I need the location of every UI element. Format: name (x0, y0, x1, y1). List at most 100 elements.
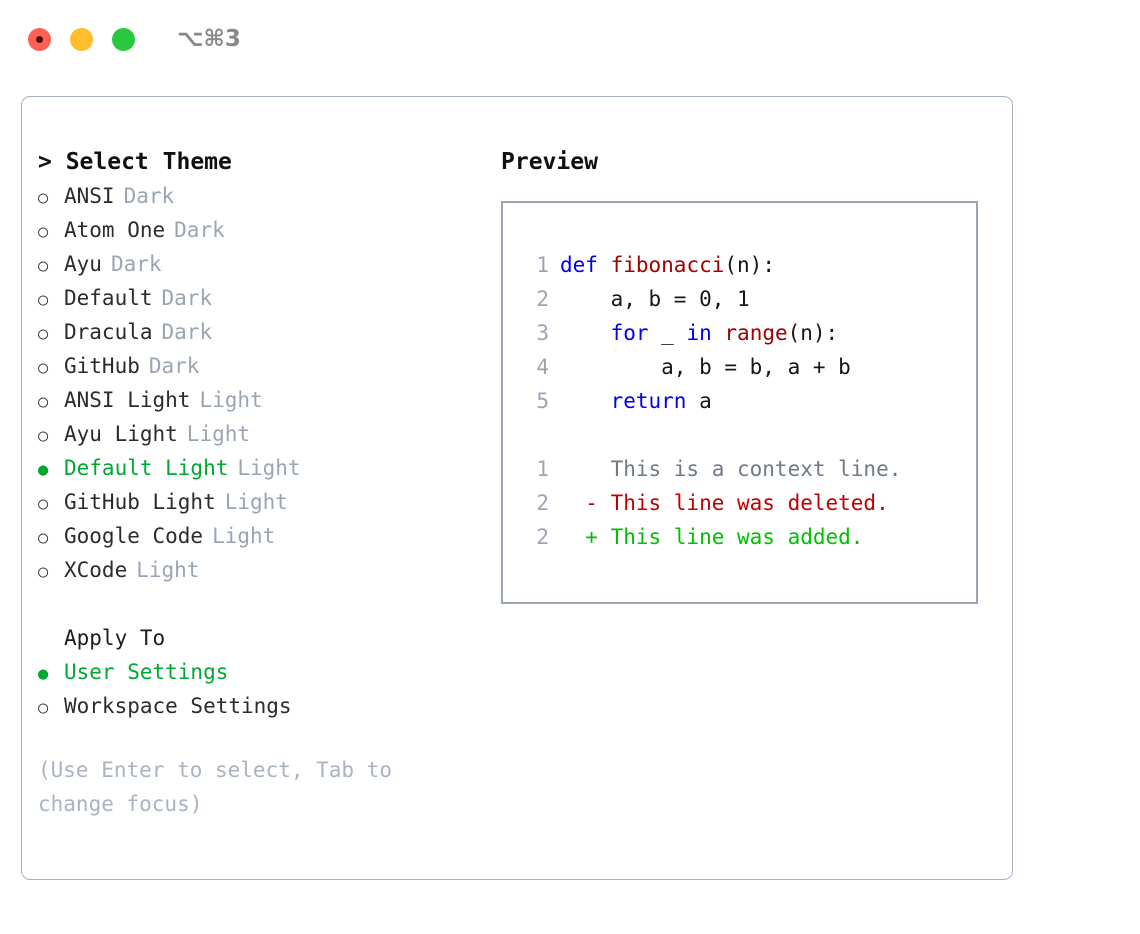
radio-unselected-icon: ○ (38, 290, 49, 310)
theme-name-label: GitHub (64, 354, 140, 378)
code-line: 3 for _ in range(n): (521, 316, 901, 350)
window-title-bar: ⌥⌘3 (0, 0, 1140, 78)
diff-line: 2 + This line was added. (521, 520, 901, 554)
code-line: 5 return a (521, 384, 901, 418)
theme-name-label: Default Light (64, 456, 229, 480)
radio-selected-icon: ● (38, 460, 49, 480)
theme-list-item[interactable]: ○ Ayu Dark (38, 247, 488, 281)
radio-unselected-icon: ○ (38, 358, 49, 378)
theme-list-item[interactable]: ○ Dracula Dark (38, 315, 488, 349)
diff-line-number: 1 (536, 457, 549, 481)
theme-name-label: Default (64, 286, 153, 310)
code-token: for (610, 321, 649, 345)
theme-name-label: Ayu (64, 252, 102, 276)
theme-variant-tag: Dark (161, 320, 213, 344)
code-line: 4 a, b = b, a + b (521, 350, 901, 384)
theme-name-label: Dracula (64, 320, 153, 344)
recording-indicator-icon (36, 35, 43, 43)
radio-unselected-icon: ○ (38, 188, 49, 208)
theme-list-item[interactable]: ○ Google Code Light (38, 519, 488, 553)
diff-line-number: 2 (536, 491, 549, 515)
traffic-light-group (28, 27, 135, 51)
code-line-number: 4 (536, 355, 549, 379)
radio-unselected-icon: ○ (38, 562, 49, 582)
apply-to-header-label: Apply To (64, 626, 166, 650)
theme-variant-tag: Dark (161, 286, 213, 310)
code-token: range (724, 321, 788, 345)
theme-variant-tag: Dark (110, 252, 162, 276)
code-line: 1 def fibonacci(n): (521, 248, 901, 282)
apply-to-list-item[interactable]: ● User Settings (38, 655, 488, 689)
theme-variant-tag: Light (136, 558, 200, 582)
code-token: (n): (724, 253, 775, 277)
code-line-number: 1 (536, 253, 549, 277)
code-token: fibonacci (610, 253, 725, 277)
code-token (598, 253, 611, 277)
theme-variant-tag: Light (199, 388, 263, 412)
diff-line-text: - This line was deleted. (560, 491, 889, 515)
diff-line-number: 2 (536, 525, 549, 549)
keyboard-hint-text: (Use Enter to select, Tab to change focu… (38, 758, 393, 816)
apply-to-label: User Settings (64, 660, 229, 684)
radio-unselected-icon: ○ (38, 494, 49, 514)
maximize-window-button[interactable] (112, 27, 135, 51)
radio-unselected-icon: ○ (38, 698, 49, 718)
radio-selected-icon: ● (38, 664, 49, 684)
close-window-button[interactable] (28, 27, 51, 51)
code-line: 2 a, b = 0, 1 (521, 282, 901, 316)
code-line-text: for _ in range(n): (560, 316, 839, 350)
theme-name-label: Google Code (64, 524, 204, 548)
code-token: in (686, 321, 712, 345)
list-spacer (38, 587, 488, 621)
radio-unselected-icon: ○ (38, 324, 49, 344)
code-line-number: 5 (536, 389, 549, 413)
theme-name-label: GitHub Light (64, 490, 216, 514)
code-token (712, 321, 725, 345)
apply-to-list-item[interactable]: ○ Workspace Settings (38, 689, 488, 723)
theme-variant-tag: Light (186, 422, 251, 446)
theme-name-label: ANSI Light (64, 388, 191, 412)
theme-list-item[interactable]: ○ GitHub Dark (38, 349, 488, 383)
theme-list-item[interactable]: ○ Default Dark (38, 281, 488, 315)
theme-list-item[interactable]: ○ GitHub Light Light (38, 485, 488, 519)
theme-variant-tag: Dark (174, 218, 225, 242)
code-line-text: def fibonacci(n): (560, 248, 775, 282)
radio-unselected-icon: ○ (38, 528, 49, 548)
theme-variant-tag: Light (212, 524, 276, 548)
theme-list-item[interactable]: ○ Ayu Light Light (38, 417, 488, 451)
radio-unselected-icon: ○ (38, 222, 49, 242)
code-token: return (610, 389, 687, 413)
theme-list-item[interactable]: ○ ANSI Light Light (38, 383, 488, 417)
apply-to-list: ● User Settings ○ Workspace Settings (38, 655, 488, 723)
theme-name-label: Ayu Light (64, 422, 178, 446)
apply-to-label: Workspace Settings (64, 694, 292, 718)
select-theme-header: > Select Theme (38, 149, 232, 175)
theme-variant-tag: Dark (148, 354, 200, 378)
code-token: a, b = b, a + b (560, 355, 851, 379)
radio-unselected-icon: ○ (38, 392, 49, 412)
theme-variant-tag: Light (224, 490, 288, 514)
diff-line-text: This is a context line. (560, 457, 902, 481)
code-line-number: 3 (536, 321, 549, 345)
window-shortcut-label: ⌥⌘3 (177, 26, 241, 52)
code-token: a (686, 389, 712, 413)
preview-title: Preview (501, 149, 598, 175)
code-token (560, 389, 611, 413)
minimize-window-button[interactable] (70, 27, 93, 51)
theme-variant-tag: Dark (123, 184, 175, 208)
code-line-text: a, b = b, a + b (560, 350, 851, 384)
radio-unselected-icon: ○ (38, 256, 49, 276)
code-line-number: 2 (536, 287, 549, 311)
diff-line-text: + This line was added. (560, 525, 864, 549)
diff-line: 1 This is a context line. (521, 452, 901, 486)
diff-line: 2 - This line was deleted. (521, 486, 901, 520)
radio-unselected-icon: ○ (38, 426, 49, 446)
